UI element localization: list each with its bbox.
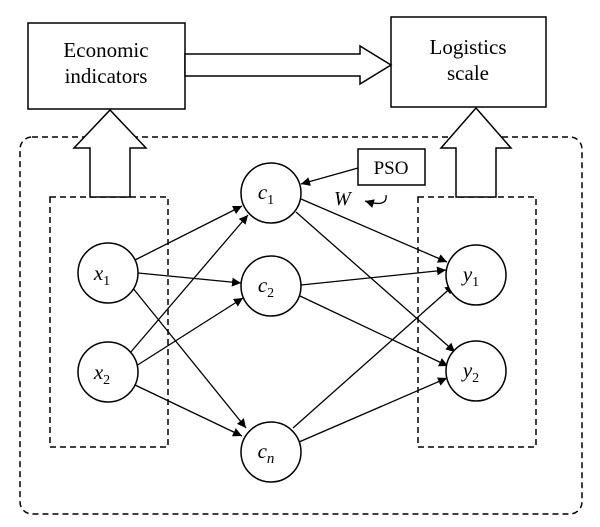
edge-x1-c1: [134, 205, 243, 261]
edge-x2-cn: [134, 384, 243, 437]
weight-label: W: [334, 188, 353, 210]
pso-label: PSO: [374, 158, 409, 179]
outer-dashed-boundary: [19, 136, 583, 515]
node-cn-base: c: [258, 439, 268, 463]
horizontal-block-arrow: [184, 44, 393, 86]
edge-cn-y2: [298, 377, 448, 443]
edge-pso-c1: [300, 167, 359, 186]
node-y2: y2: [445, 340, 507, 402]
node-c1-base: c: [258, 180, 268, 204]
node-c2-base: c: [258, 273, 268, 297]
logistics-scale-label-line1: Logistics: [430, 35, 507, 59]
connections: [129, 167, 456, 443]
node-c1: c1: [240, 162, 302, 224]
pso-box: PSO: [357, 148, 426, 186]
node-x2: x2: [77, 341, 139, 403]
node-c2: c2: [240, 255, 302, 317]
node-y1: y1: [445, 244, 507, 306]
economic-indicators-label-line2: indicators: [65, 64, 148, 88]
node-y2-sub: 2: [472, 371, 479, 386]
output-up-block-arrow: [439, 106, 513, 198]
edge-cn-y1: [292, 284, 455, 429]
node-x2-sub: 2: [103, 373, 110, 388]
edge-x2-c2: [135, 297, 244, 367]
logistics-scale-box: Logistics scale: [390, 16, 547, 108]
node-x1: x1: [77, 242, 139, 304]
logistics-scale-label-line2: scale: [447, 61, 489, 85]
edge-c1-y1: [300, 198, 448, 263]
edge-x1-c2: [137, 272, 242, 287]
node-cn-sub: n: [267, 451, 275, 467]
edge-x2-c1: [129, 214, 249, 354]
node-x1-base: x: [93, 261, 104, 285]
node-x1-sub: 1: [103, 274, 110, 289]
svg-text:cn: cn: [258, 439, 275, 467]
input-up-block-arrow: [72, 108, 148, 198]
node-y1-base: y: [461, 262, 473, 286]
node-x2-base: x: [93, 360, 104, 384]
node-c1-sub: 1: [267, 193, 274, 208]
edge-c1-y2: [295, 211, 456, 353]
economic-indicators-box: Economic indicators: [27, 22, 186, 110]
svg-text:y1: y1: [461, 262, 479, 290]
output-group-boundary: [417, 196, 537, 448]
svg-text:y2: y2: [461, 358, 479, 386]
node-cn: cn: [240, 421, 302, 483]
economic-indicators-label-line1: Economic: [63, 38, 148, 62]
svg-text:c2: c2: [258, 273, 274, 301]
svg-text:x1: x1: [93, 261, 110, 289]
edge-x1-cn: [131, 286, 247, 429]
node-y1-sub: 1: [472, 275, 479, 290]
node-y2-base: y: [461, 358, 473, 382]
edge-c2-y2: [299, 295, 449, 367]
edge-c2-y1: [300, 266, 447, 286]
input-group-boundary: [49, 196, 169, 448]
w-curved-arrow: [364, 194, 387, 208]
svg-text:x2: x2: [93, 360, 110, 388]
svg-text:c1: c1: [258, 180, 274, 208]
node-c2-sub: 2: [267, 286, 274, 301]
